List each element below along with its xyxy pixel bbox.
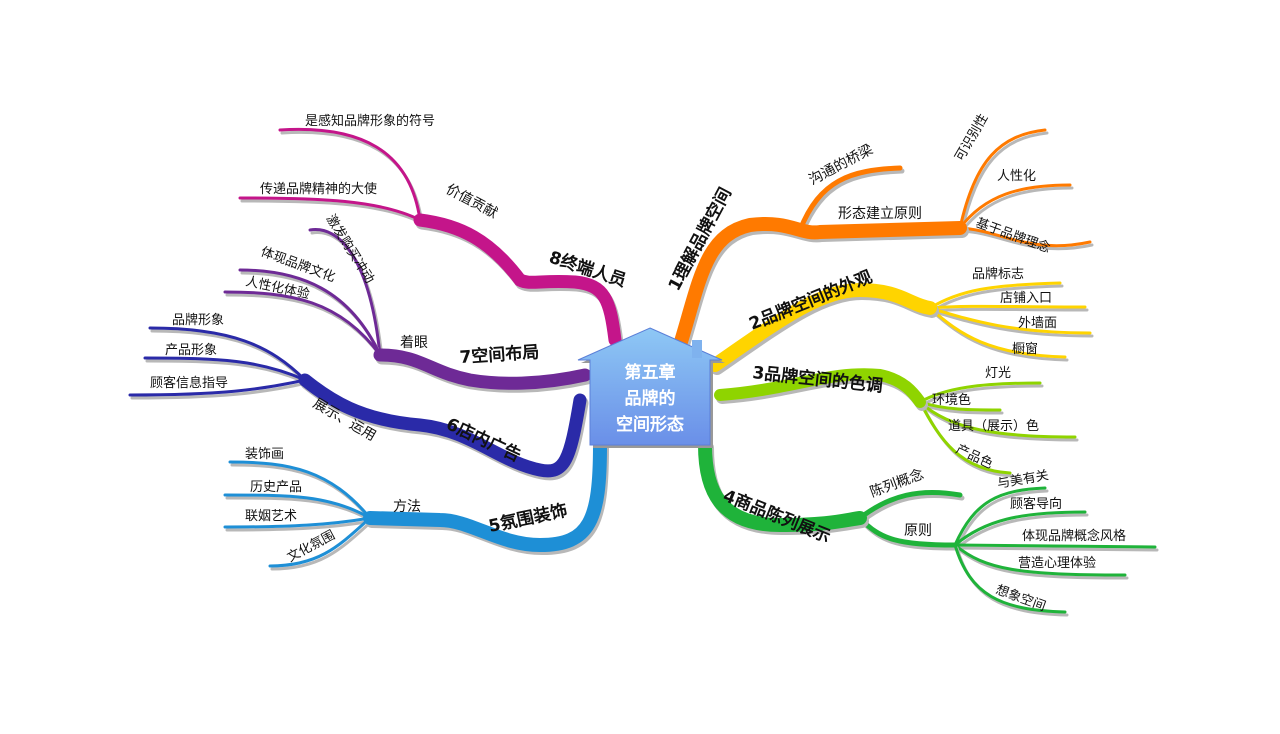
branch-4-leaf-line <box>953 543 1127 577</box>
branch-3-leaf-line <box>918 400 1077 439</box>
branch-8-leaf-line-shadow <box>280 130 424 225</box>
branch-4-leaf-label: 体现品牌概念风格 <box>1022 528 1126 544</box>
branch-5-leaf-line-shadow <box>270 519 374 571</box>
branch-8-leaf-label: 传递品牌精神的大使 <box>260 181 377 197</box>
branch-2-leaf-label: 店铺入口 <box>1000 291 1052 306</box>
branch-7-leaf-line-shadow <box>225 293 384 360</box>
branch-3-leaf-line-shadow <box>920 403 1004 415</box>
branch-2-leaf-label: 外墙面 <box>1018 316 1057 331</box>
branch-2-topic-label: 2品牌空间的外观 <box>746 266 875 334</box>
branch-8-leaf-line-shadow <box>240 199 424 225</box>
branch-5-leaf-line <box>228 460 372 520</box>
branch-1-leaf-line-shadow <box>960 186 1074 233</box>
branch-4-leaf-line <box>953 543 1157 549</box>
center-node-label-line: 第五章 <box>625 362 676 383</box>
branch-2-leaf-line <box>928 306 1092 335</box>
branch-6-leaf-label: 顾客信息指导 <box>150 375 228 391</box>
branch-5-leaf-line <box>223 516 372 529</box>
branch-8-main-line <box>413 213 622 347</box>
branch-2-leaf-line-shadow <box>930 309 1094 338</box>
center-node-label-line: 空间形态 <box>616 414 684 435</box>
branch-6-leaf-label: 品牌形象 <box>172 312 224 328</box>
branch-4-leaf-line-shadow <box>955 489 1049 550</box>
branch-5-leaf-label: 装饰画 <box>245 447 284 462</box>
branch-1-leaf-label: 人性化 <box>997 169 1036 184</box>
branch-6-leaf-label: 产品形象 <box>165 343 217 358</box>
branch-6-leaf-line <box>148 326 307 382</box>
branch-3-leaf-label: 灯光 <box>985 366 1011 381</box>
branch-6-leaf-line <box>143 356 307 382</box>
branch-2-leaf-label: 品牌标志 <box>972 266 1024 282</box>
branch-1-main-line <box>673 217 967 352</box>
branch-1-leaf-line-shadow <box>960 229 1094 251</box>
branch-1-leaf-line <box>958 183 1072 230</box>
branch-5-leaf-label: 历史产品 <box>250 480 302 495</box>
branch-6-leaf-line-shadow <box>130 381 309 400</box>
branch-8-sub-label: 价值贡献 <box>443 181 500 221</box>
branch-3-leaf-line-shadow <box>920 384 1044 407</box>
branch-6-main-line <box>298 373 587 478</box>
branch-4-sub-1-line <box>857 489 963 521</box>
branch-8-leaf-line <box>278 127 422 222</box>
branch-5-leaf-line-shadow <box>225 519 374 532</box>
branch-7-leaf-line <box>223 290 382 357</box>
branch-4-leaf-line <box>953 543 1067 614</box>
chimney-shape <box>692 340 702 358</box>
branch-4-sub-label: 原则 <box>904 523 932 539</box>
branch-5-main-line <box>363 438 607 553</box>
branch-2-leaf-line-shadow <box>930 284 1064 313</box>
branch-3-leaf-line <box>918 400 1012 475</box>
branch-3-leaf-line <box>918 381 1042 404</box>
branch-4-leaf-line-shadow <box>955 513 1089 550</box>
branch-3-leaf-label: 环境色 <box>932 392 971 408</box>
branch-8-leaf-line <box>238 196 422 222</box>
branch-7-sub-label: 着眼 <box>400 335 428 351</box>
branch-2-leaf-line <box>928 306 1067 359</box>
branch-5-sub-label: 方法 <box>393 499 421 515</box>
branch-1-leaf-line <box>958 226 1092 248</box>
branch-2-leaf-line <box>928 304 1087 310</box>
branch-5-leaf-label: 联姻艺术 <box>245 509 297 524</box>
branch-2-main-line <box>708 282 937 372</box>
branch-7-main-line <box>373 348 592 390</box>
branch-1-sub-1-line-shadow <box>799 168 905 236</box>
branch-5-leaf-line <box>223 493 372 520</box>
branch-3-leaf-label: 道具（展示）色 <box>948 418 1039 434</box>
branch-8-leaf-label: 是感知品牌形象的符号 <box>305 113 435 129</box>
branch-2-leaf-line-shadow <box>930 307 1089 313</box>
center-node-house <box>577 327 723 446</box>
branch-1-leaf-label: 可识别性 <box>952 111 991 164</box>
branch-5-leaf-line-shadow <box>225 496 374 523</box>
branch-4-leaf-line <box>953 486 1047 547</box>
branch-6-leaf-line <box>128 378 307 397</box>
branch-4-leaf-line-shadow <box>955 546 1159 552</box>
branch-1-sub-1-line <box>797 165 903 233</box>
center-node-label-line: 品牌的 <box>625 388 676 409</box>
branch-1-leaf-line-shadow <box>960 131 1049 233</box>
branch-1-leaf-line <box>958 128 1047 230</box>
branch-5-leaf-line <box>268 516 372 568</box>
branch-3-main-line <box>714 368 926 408</box>
branch-1-sub-label: 形态建立原则 <box>838 206 922 222</box>
branch-4-main-line <box>698 438 867 533</box>
branch-4-sub-1-line-shadow <box>859 492 965 524</box>
branch-7-topic-label: 7空间布局 <box>459 341 540 368</box>
branch-7-leaf-line <box>238 268 382 357</box>
branch-4-leaf-label: 顾客导向 <box>1010 496 1062 512</box>
branch-6-leaf-line-shadow <box>145 359 309 385</box>
branch-4-leaf-label: 营造心理体验 <box>1018 555 1096 571</box>
branch-4-leaf-line <box>953 510 1087 547</box>
branch-7-leaf-line <box>308 228 382 357</box>
branch-2-leaf-line <box>928 281 1062 310</box>
branch-2-leaf-label: 橱窗 <box>1012 341 1038 357</box>
branch-5-topic-label: 5氛围装饰 <box>487 500 569 537</box>
